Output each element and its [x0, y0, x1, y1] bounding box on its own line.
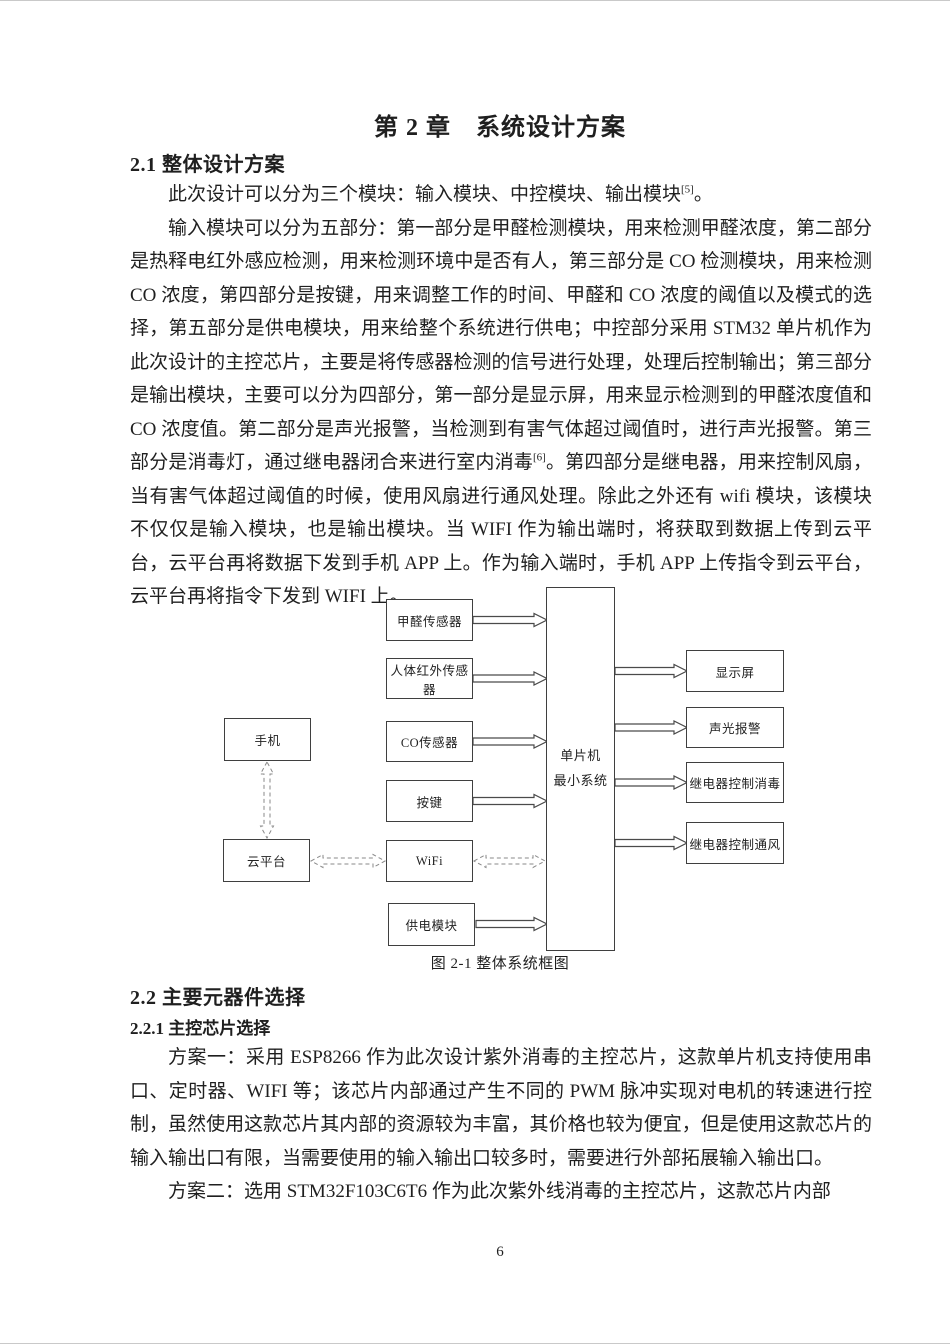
diagram-box-mcu-line1: 单片机: [560, 748, 601, 764]
section-2-2-heading: 2.2 主要元器件选择: [130, 987, 306, 1009]
arrow-phone-cloud: [259, 760, 275, 840]
paragraph-plan-1: 方案一：采用 ESP8266 作为此次设计紫外消毒的主控芯片，这款单片机支持使用…: [130, 1047, 872, 1169]
diagram-box-co-label: CO传感器: [400, 736, 459, 750]
diagram-box-phone: 手机: [224, 718, 311, 761]
arrow-hcho-to-mcu: [472, 612, 549, 628]
citation-ref-5: [5]: [681, 183, 694, 196]
arrow-keys-to-mcu: [472, 793, 549, 809]
section-2-2-1-heading: 2.2.1 主控芯片选择: [130, 1019, 271, 1038]
diagram-arrows: [259, 612, 689, 932]
diagram-box-co-sensor: CO传感器: [386, 721, 473, 762]
section-2-1-body: 此次设计可以分为三个模块：输入模块、中控模块、输出模块[5]。 输入模块可以分为…: [130, 178, 872, 614]
diagram-box-pir-label: 人体红外传感器: [390, 663, 469, 697]
diagram-box-mcu: 单片机最小系统: [546, 587, 615, 951]
arrow-pir-to-mcu: [472, 671, 549, 686]
diagram-box-pir-sensor: 人体红外传感器: [386, 658, 473, 699]
diagram-box-mcu-label: 单片机最小系统: [553, 744, 607, 793]
section-2-2-1-body: 方案一：采用 ESP8266 作为此次设计紫外消毒的主控芯片，这款单片机支持使用…: [130, 1041, 872, 1209]
diagram-box-display-label: 显示屏: [715, 665, 755, 680]
arrow-wifi-mcu: [472, 853, 547, 869]
diagram-box-cloud-label: 云平台: [246, 855, 286, 869]
diagram-box-power-label: 供电模块: [405, 919, 458, 933]
paragraph-overview-text: 此次设计可以分为三个模块：输入模块、中控模块、输出模块: [168, 184, 682, 205]
paragraph-overview: 此次设计可以分为三个模块：输入模块、中控模块、输出模块[5]。: [130, 178, 872, 212]
diagram-box-hcho-label: 甲醛传感器: [396, 614, 462, 629]
diagram-box-wifi: WiFi: [386, 840, 473, 882]
arrow-mcu-to-relay-disinfect: [614, 775, 689, 790]
arrow-cloud-wifi: [309, 853, 387, 869]
arrow-power-to-mcu: [475, 916, 549, 932]
arrow-mcu-to-alarm: [614, 720, 689, 735]
diagram-box-mcu-line2: 最小系统: [553, 773, 608, 788]
diagram-box-relay-disinfect: 继电器控制消毒: [686, 762, 784, 803]
diagram-box-wifi-label: WiFi: [415, 853, 444, 868]
paragraph-modules-text-b: 。第四部分是继电器，用来控制风扇，当有害气体超过阈值的时候，使用风扇进行通风处理…: [130, 452, 872, 607]
diagram-box-relay-vent: 继电器控制通风: [686, 822, 784, 864]
diagram-box-alarm-label: 声光报警: [708, 722, 761, 736]
diagram-box-alarm: 声光报警: [686, 707, 784, 748]
diagram-box-keys: 按键: [386, 780, 473, 822]
paragraph-overview-tail: 。: [693, 184, 713, 205]
section-2-1-heading: 2.1 整体设计方案: [130, 154, 285, 176]
paragraph-modules: 输入模块可以分为五部分：第一部分是甲醛检测模块，用来检测甲醛浓度，第二部分是热释…: [130, 212, 872, 614]
arrow-co-to-mcu: [472, 734, 549, 749]
diagram-box-relay-vent-label: 继电器控制通风: [689, 837, 781, 852]
diagram-box-phone-label: 手机: [254, 734, 281, 748]
figure-caption: 图 2-1 整体系统框图: [430, 956, 570, 972]
diagram-box-power: 供电模块: [388, 903, 475, 946]
arrow-mcu-to-relay-vent: [614, 835, 689, 851]
diagram-box-display: 显示屏: [686, 650, 784, 692]
chapter-title: 第 2 章 系统设计方案: [374, 115, 626, 141]
diagram-box-cloud: 云平台: [223, 839, 310, 882]
paragraph-modules-text-a: 输入模块可以分为五部分：第一部分是甲醛检测模块，用来检测甲醛浓度，第二部分是热释…: [130, 217, 872, 474]
paragraph-plan-2: 方案二：选用 STM32F103C6T6 作为此次紫外线消毒的主控芯片，这款芯片…: [168, 1181, 831, 1202]
diagram-box-hcho-sensor: 甲醛传感器: [386, 599, 473, 641]
diagram-box-relay-disinfect-label: 继电器控制消毒: [689, 777, 781, 791]
diagram-box-keys-label: 按键: [416, 795, 443, 810]
citation-ref-6: [6]: [532, 451, 546, 464]
arrow-mcu-to-display: [614, 663, 689, 679]
figure-2-1-diagram: 手机 云平台 甲醛传感器 人体红外传感器 CO传感器 按键 WiFi 供电模块 …: [0, 586, 950, 954]
page-number: 6: [496, 1244, 504, 1260]
